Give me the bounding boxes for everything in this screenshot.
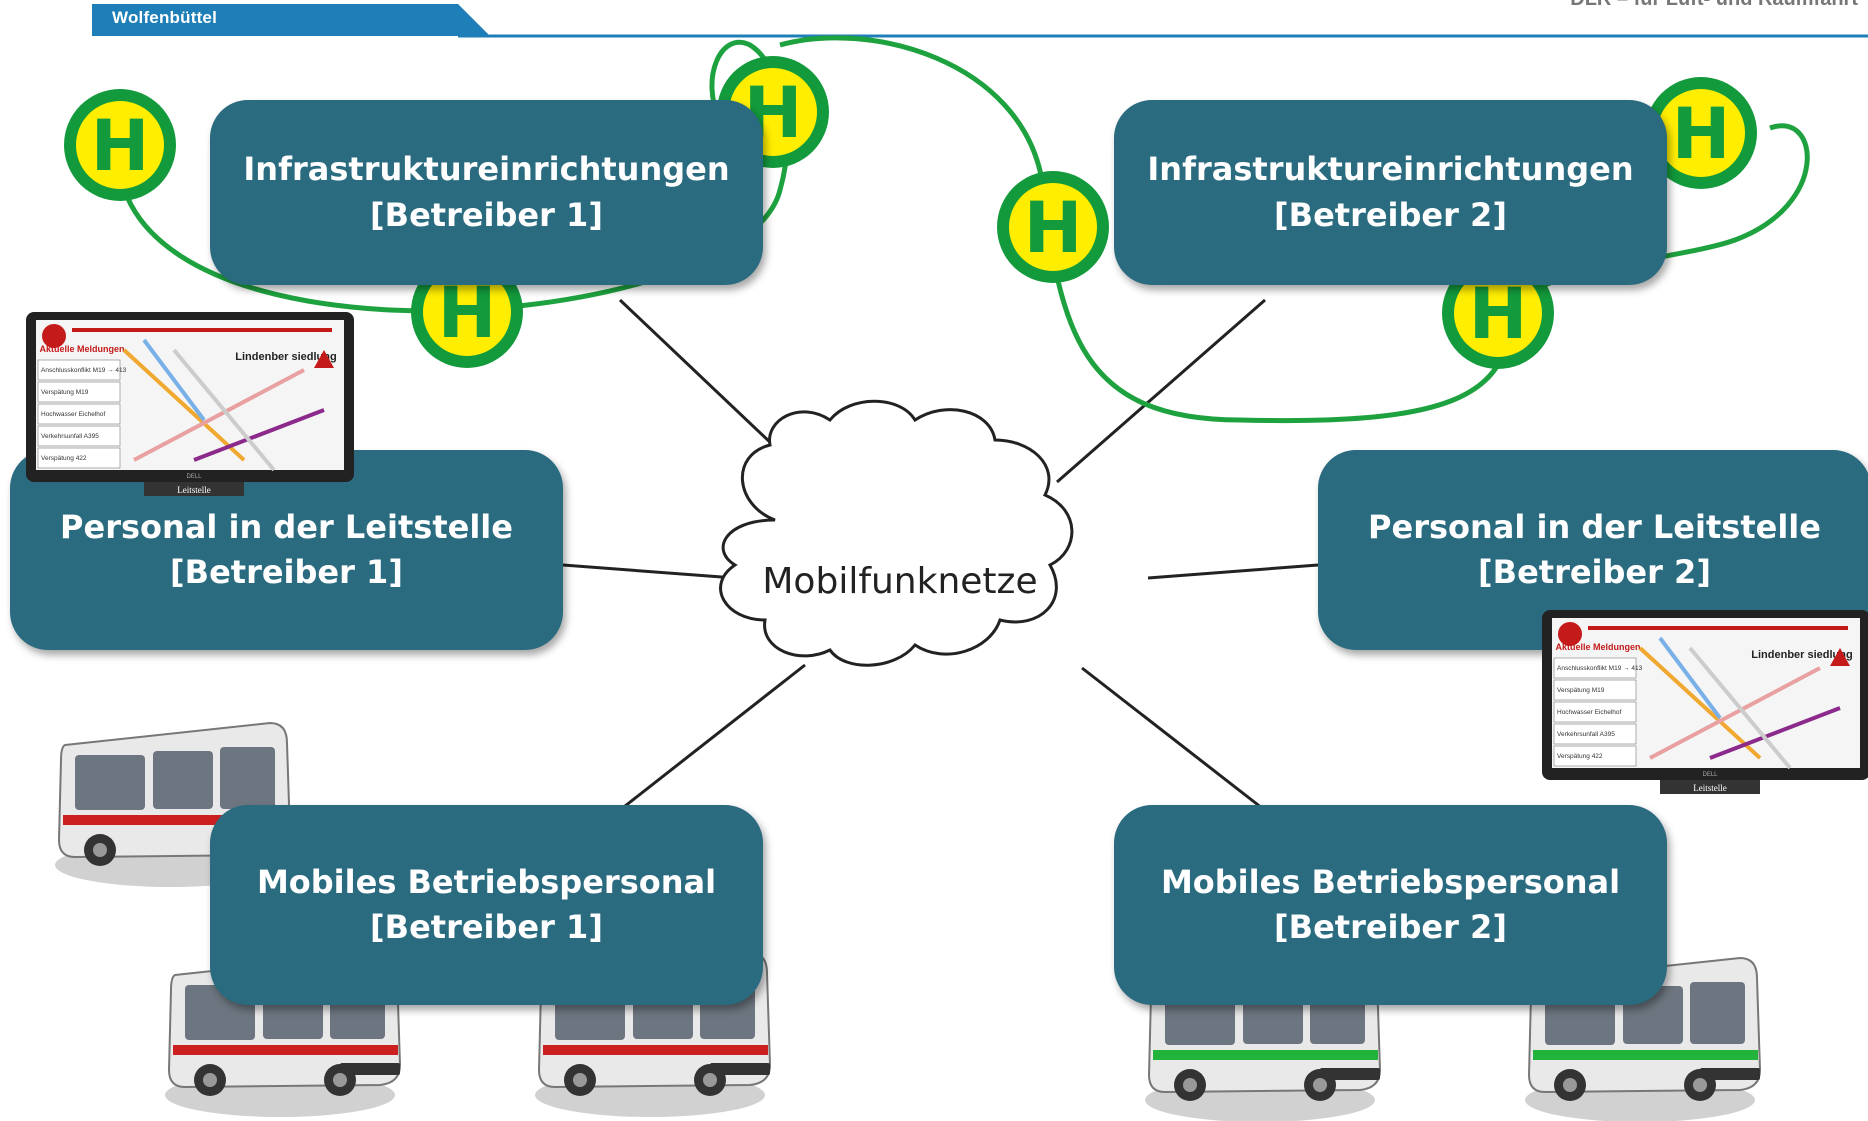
line-mobile1 bbox=[619, 663, 806, 812]
alert-item: Verspätung M19 bbox=[1557, 687, 1605, 694]
box-control-staff-operator-1: Personal in der Leitstelle [Betreiber 1] bbox=[10, 450, 563, 650]
svg-text:H: H bbox=[438, 272, 497, 354]
alert-item: Hochwasser Eichelhof bbox=[1557, 709, 1622, 716]
alert-item: Hochwasser Eichelhof bbox=[41, 411, 106, 418]
header-location: Wolfenbüttel bbox=[112, 8, 218, 27]
svg-text:H: H bbox=[91, 105, 150, 187]
panel-title: Aktuelle Meldungen bbox=[1555, 642, 1640, 652]
alert-item: Verspätung M19 bbox=[41, 389, 89, 396]
box-line1: Mobiles Betriebspersonal bbox=[256, 862, 717, 901]
box-line1: Infrastruktureinrichtungen bbox=[1147, 150, 1634, 189]
header-bar bbox=[92, 4, 1868, 38]
box-mobile-staff-operator-1: Mobiles Betriebspersonal [Betreiber 1] bbox=[210, 805, 763, 1005]
box-line2: [Betreiber 2] bbox=[1478, 553, 1711, 591]
box-line2: [Betreiber 1] bbox=[370, 195, 603, 234]
box-line1: Infrastruktureinrichtungen bbox=[243, 150, 730, 189]
line-staff2 bbox=[1147, 563, 1319, 580]
svg-text:H: H bbox=[1672, 93, 1731, 175]
map-label: Lindenber siedlung bbox=[235, 351, 336, 363]
alert-item: Anschlusskonflikt M19 → 413 bbox=[1557, 665, 1643, 672]
box-line2: [Betreiber 2] bbox=[1274, 908, 1507, 946]
line-staff1 bbox=[562, 563, 736, 580]
alert-item: Verkehrsunfall A395 bbox=[1557, 731, 1615, 738]
monitor-brand: DELL bbox=[1702, 772, 1718, 778]
line-infra2 bbox=[1056, 298, 1266, 484]
monitor-brand: DELL bbox=[186, 474, 202, 480]
header-organization: DLR – für Luft- und Raumfahrt bbox=[1570, 0, 1858, 11]
box-infrastructure-operator-1: Infrastruktureinrichtungen [Betreiber 1] bbox=[210, 100, 763, 285]
bus-stop-sign-icon: H bbox=[1442, 257, 1554, 369]
box-line2: [Betreiber 1] bbox=[170, 553, 403, 591]
box-line2: [Betreiber 1] bbox=[370, 908, 603, 946]
box-line1: Personal in der Leitstelle bbox=[60, 507, 513, 546]
svg-text:H: H bbox=[1024, 187, 1083, 269]
alert-item: Anschlusskonflikt M19 → 413 bbox=[41, 367, 127, 374]
box-line1: Mobiles Betriebspersonal bbox=[1160, 862, 1621, 901]
monitor-caption: Leitstelle bbox=[1693, 783, 1727, 793]
box-mobile-staff-operator-2: Mobiles Betriebspersonal [Betreiber 2] bbox=[1114, 805, 1667, 1005]
bus-stop-sign-icon: H bbox=[1645, 77, 1757, 189]
box-line1: Personal in der Leitstelle bbox=[1368, 507, 1821, 546]
bus-stop-sign-icon: H bbox=[997, 171, 1109, 283]
transit-route-2 bbox=[779, 35, 1810, 424]
alert-item: Verkehrsunfall A395 bbox=[41, 433, 99, 440]
box-infrastructure-operator-2: Infrastruktureinrichtungen [Betreiber 2] bbox=[1114, 100, 1667, 285]
monitor-caption: Leitstelle bbox=[177, 485, 211, 495]
bus-stop-sign-icon: H bbox=[64, 89, 176, 201]
line-mobile2 bbox=[1081, 666, 1263, 810]
network-label: Mobilfunknetze bbox=[762, 561, 1037, 602]
map-label: Lindenber siedlung bbox=[1751, 649, 1852, 661]
box-line2: [Betreiber 2] bbox=[1274, 195, 1507, 234]
cloud: Mobilfunknetze bbox=[719, 399, 1074, 667]
svg-text:H: H bbox=[1469, 273, 1528, 355]
alert-item: Verspätung 422 bbox=[41, 455, 87, 462]
alert-item: Verspätung 422 bbox=[1557, 753, 1603, 760]
panel-title: Aktuelle Meldungen bbox=[39, 344, 124, 354]
